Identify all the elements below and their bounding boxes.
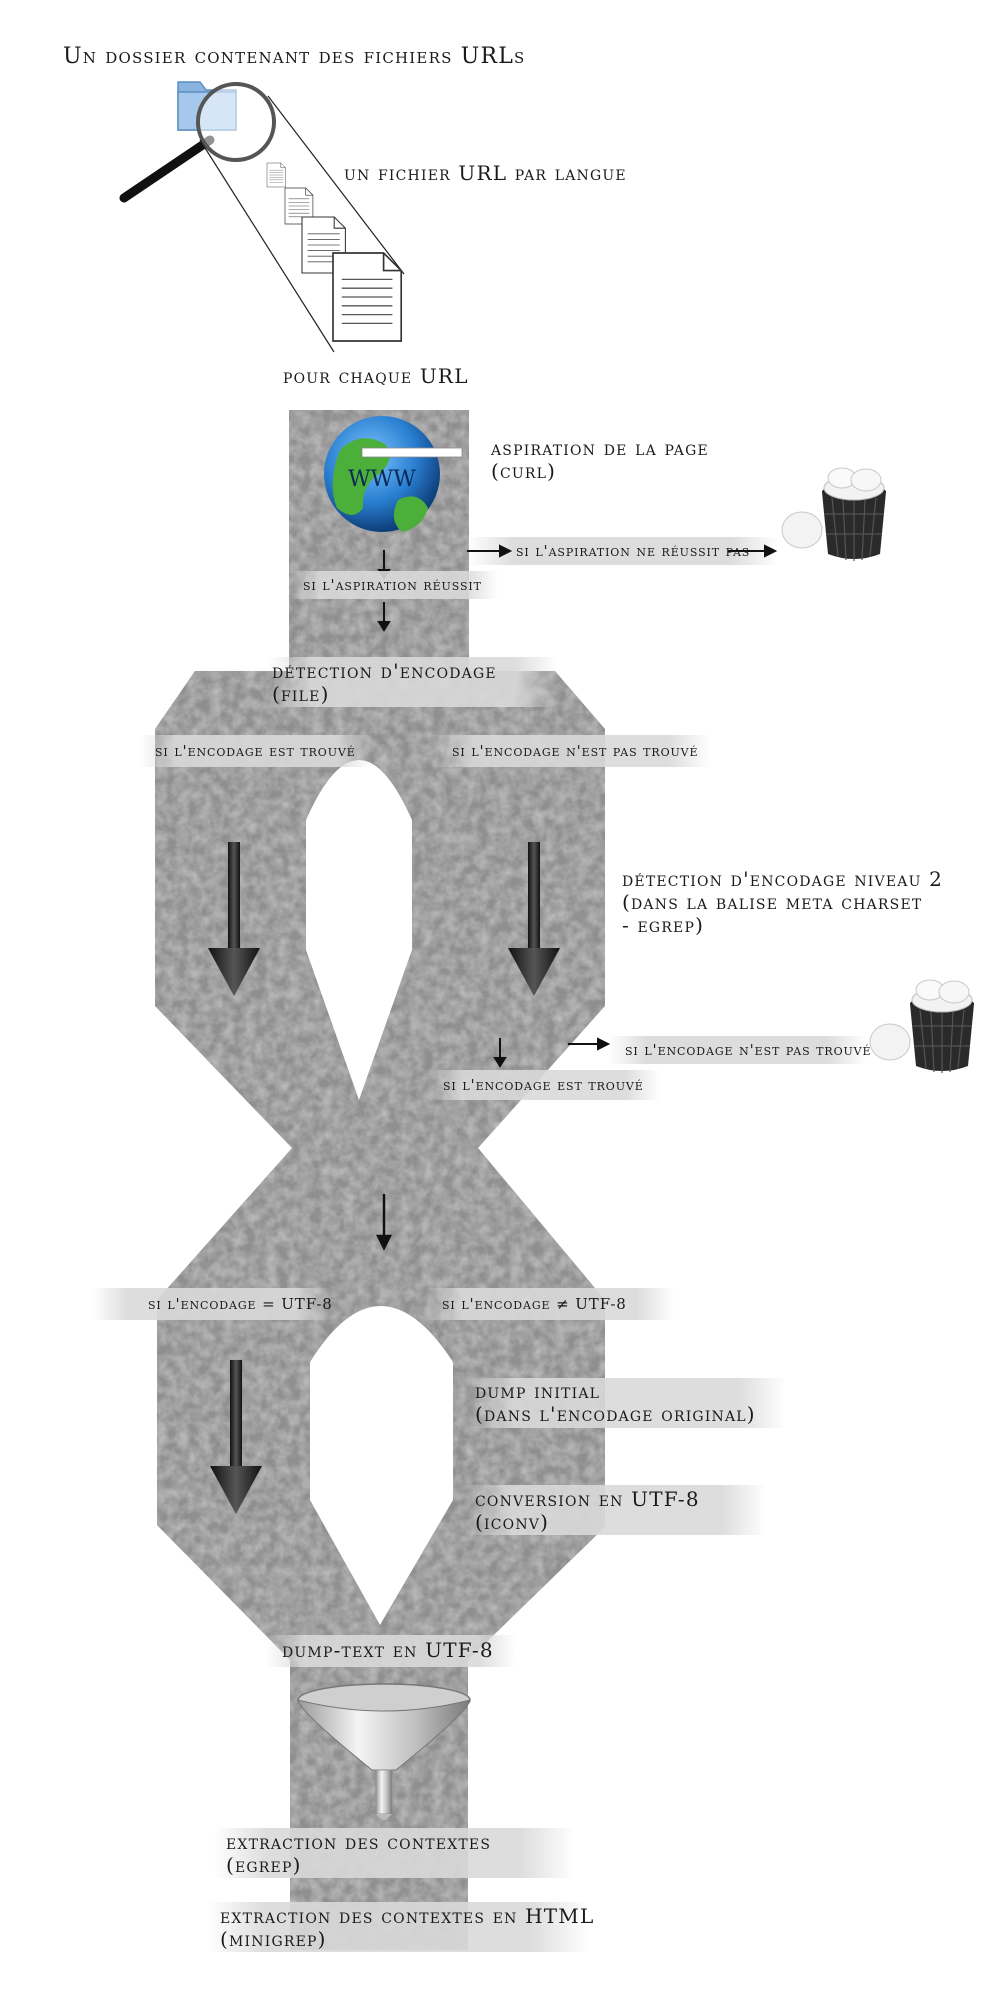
band-download-fails (468, 537, 778, 565)
trash-bin-icon (869, 979, 975, 1074)
label-dump-text: dump-text en UTF-8 (282, 1638, 494, 1662)
label-encoding-not-found: si l'encodage n'est pas trouvé (452, 742, 698, 760)
arrow-down-icon (210, 1360, 262, 1514)
band-encoding-not-utf8 (424, 1288, 674, 1320)
funnel-icon (297, 1683, 471, 1820)
band-encoding-found-2 (428, 1070, 660, 1100)
arrow-down-icon (375, 1194, 393, 1251)
label-extraction-line1: extraction des contextes (226, 1830, 491, 1854)
band-download-succeeds (288, 571, 498, 599)
label-conversion-line2: (iconv) (475, 1510, 549, 1534)
magnifier-icon (119, 82, 276, 203)
label-download-fails: si l'aspiration ne réussit pas (516, 542, 750, 560)
label-encoding-not-utf8: si l'encodage ≠ UTF-8 (442, 1295, 627, 1313)
arrow-down-icon (493, 1038, 507, 1068)
label-extraction-html-line2: (minigrep) (220, 1927, 327, 1951)
band-extraction-html (208, 1902, 588, 1952)
label-encoding-utf8: si l'encodage = UTF-8 (148, 1295, 333, 1313)
label-page-download: aspiration de la page (490, 436, 709, 460)
label-extraction-line2: (egrep) (226, 1853, 302, 1877)
band-encoding-utf8 (92, 1288, 332, 1320)
label-encoding-detection: détection d'encodage (272, 659, 497, 683)
band-extraction (214, 1828, 574, 1878)
zoom-beam (199, 95, 405, 353)
band-encoding-not-found (432, 735, 710, 767)
band-encoding-not-found-2 (608, 1036, 866, 1064)
label-detection-level2-line1: détection d'encodage niveau 2 (622, 867, 943, 891)
svg-text:WWW: WWW (348, 467, 416, 492)
label-one-file-per-language: un fichier URL par langue (344, 161, 627, 185)
document-icon (266, 162, 403, 342)
arrow-right-icon (467, 544, 778, 558)
label-dump-initial-line1: dump initial (475, 1379, 600, 1403)
diagram-title: Un dossier contenant des fichiers URLs (63, 44, 526, 69)
label-dump-initial-line2: (dans l'encodage original) (475, 1402, 756, 1426)
band-conversion (466, 1485, 766, 1535)
band-dump-initial (466, 1378, 786, 1428)
band-encoding-found (140, 735, 372, 767)
globe-icon: WWW (324, 416, 463, 532)
label-encoding-not-found-2: si l'encodage n'est pas trouvé (625, 1041, 871, 1059)
band-dump-text (266, 1635, 516, 1667)
label-download-succeeds: si l'aspiration réussit (303, 576, 482, 594)
label-page-download-tool: (curl) (491, 459, 556, 483)
arrow-down-icon (208, 842, 560, 996)
label-encoding-found: si l'encodage est trouvé (155, 742, 356, 760)
band-encoding-detection (268, 657, 558, 707)
label-encoding-detection-tool: (file) (272, 682, 330, 706)
pipeline-road (155, 410, 605, 1950)
label-encoding-found-2: si l'encodage est trouvé (443, 1076, 644, 1094)
arrow-right-icon (568, 1037, 611, 1051)
label-detection-level2-line2: (dans la balise meta charset (622, 890, 922, 914)
label-conversion-line1: conversion en UTF-8 (475, 1487, 700, 1511)
label-for-each-url: pour chaque URL (283, 364, 469, 388)
label-extraction-html-line1: extraction des contextes en HTML (220, 1904, 594, 1928)
trash-bin-icon (781, 467, 887, 562)
label-detection-level2-line3: - egrep) (622, 913, 704, 937)
